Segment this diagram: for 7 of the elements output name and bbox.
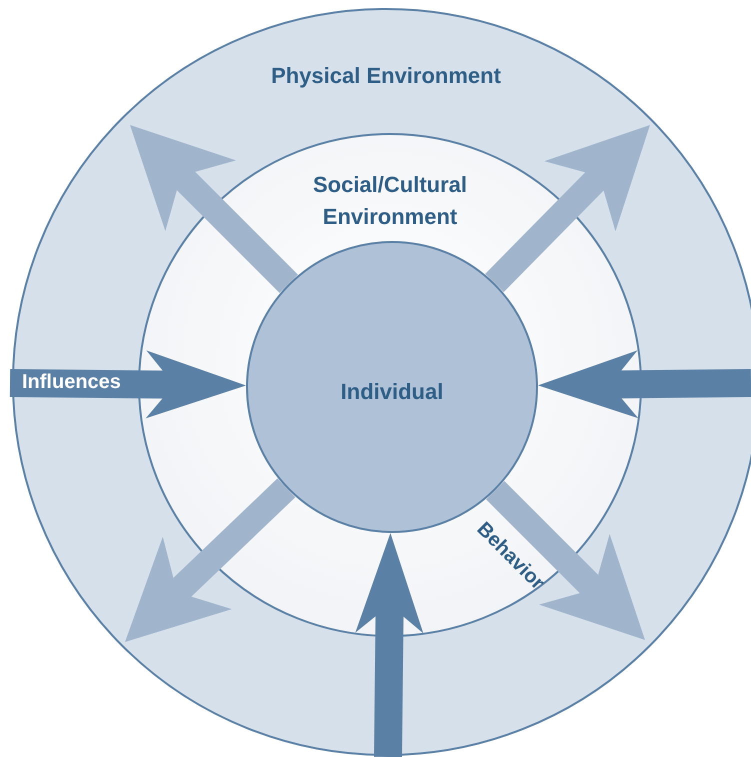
region-label: Individual bbox=[340, 378, 444, 406]
region-label: Physical Environment bbox=[270, 62, 502, 90]
block-arrow bbox=[355, 532, 424, 757]
region-label: Social/Cultural Environment bbox=[312, 171, 468, 231]
block-arrow bbox=[10, 350, 246, 418]
block-arrow bbox=[538, 350, 751, 418]
edge-label: Influences bbox=[22, 371, 121, 394]
